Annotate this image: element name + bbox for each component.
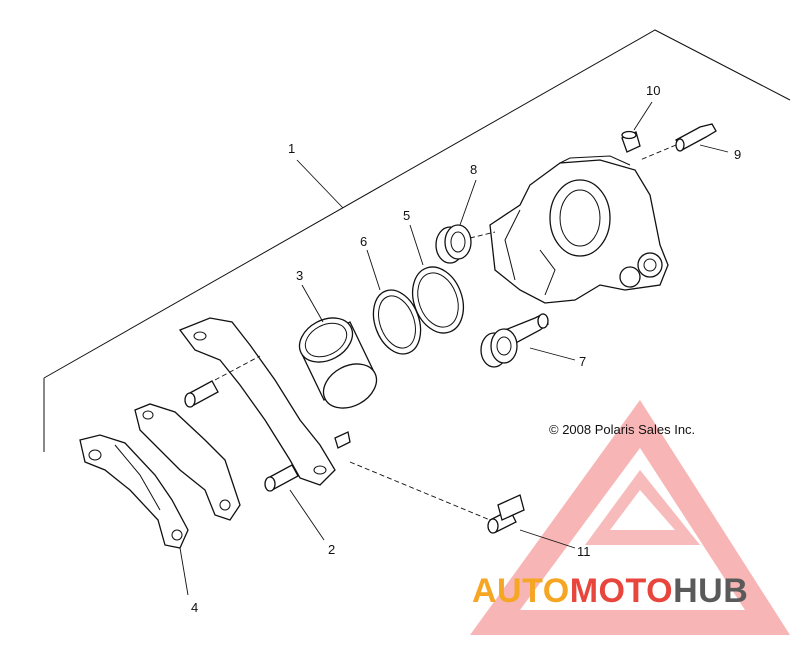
piston-seal bbox=[411, 266, 465, 334]
copyright-notice: © 2008 Polaris Sales Inc. bbox=[549, 422, 695, 437]
slide-pin-with-boot bbox=[480, 313, 549, 368]
dust-seal bbox=[372, 289, 422, 355]
caliper-body bbox=[489, 155, 669, 304]
callout-labels: 1 2 3 4 5 6 7 8 9 10 11 bbox=[191, 83, 741, 615]
dust-boot-upper bbox=[435, 224, 496, 264]
callout-9: 9 bbox=[734, 147, 741, 162]
assembly-bracket bbox=[43, 29, 791, 452]
bleeder-cap bbox=[621, 130, 641, 153]
piston bbox=[298, 317, 378, 409]
callout-4: 4 bbox=[191, 600, 198, 615]
leader-lines bbox=[179, 101, 729, 596]
caliper-mounting-bracket bbox=[178, 317, 491, 521]
watermark-part-moto: MOTO bbox=[570, 572, 673, 610]
watermark-wordmark: AUTOMOTOHUB bbox=[472, 572, 748, 610]
callout-1: 1 bbox=[288, 141, 295, 156]
watermark-part-hub: HUB bbox=[673, 572, 748, 610]
callout-7: 7 bbox=[579, 354, 586, 369]
callout-3: 3 bbox=[296, 268, 303, 283]
callout-11: 11 bbox=[577, 544, 591, 559]
callout-8: 8 bbox=[470, 162, 477, 177]
brake-pad-inner bbox=[134, 403, 241, 521]
callout-6: 6 bbox=[360, 234, 367, 249]
callout-10: 10 bbox=[646, 83, 660, 98]
callout-2: 2 bbox=[328, 542, 335, 557]
watermark-triangle-inner bbox=[585, 470, 700, 545]
bleeder-screw bbox=[639, 123, 717, 161]
watermark-triangle bbox=[470, 400, 790, 635]
pin-bolt bbox=[487, 494, 525, 534]
watermark-logo bbox=[470, 400, 790, 635]
watermark-part-auto: AUTO bbox=[472, 572, 570, 610]
callout-5: 5 bbox=[403, 208, 410, 223]
